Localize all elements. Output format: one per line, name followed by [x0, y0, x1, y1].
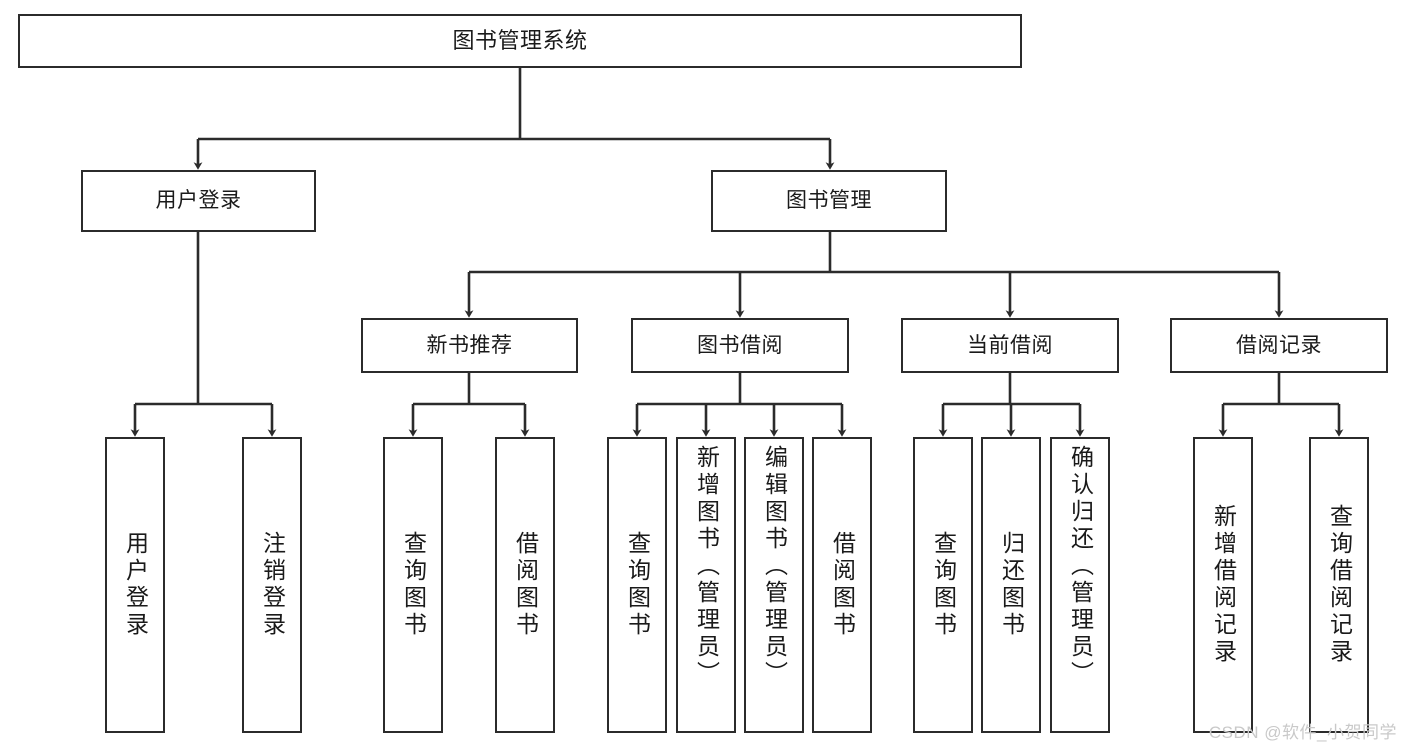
- node-user-login[interactable]: 用户登录: [81, 170, 316, 232]
- leaf-record-query-record[interactable]: 查询借阅记录: [1309, 437, 1369, 733]
- node-label: 查询借阅记录: [1326, 504, 1353, 666]
- node-label: 查询图书: [930, 531, 957, 639]
- leaf-current-confirm-return-admin[interactable]: 确认归还（管理员）: [1050, 437, 1110, 733]
- node-label: 确认归还（管理员）: [1067, 445, 1094, 688]
- node-label: 新增图书（管理员）: [693, 445, 720, 688]
- node-book-management[interactable]: 图书管理: [711, 170, 947, 232]
- node-root-system[interactable]: 图书管理系统: [18, 14, 1022, 68]
- leaf-record-add-record[interactable]: 新增借阅记录: [1193, 437, 1253, 733]
- leaf-borrow-query-book[interactable]: 查询图书: [607, 437, 667, 733]
- node-book-borrow[interactable]: 图书借阅: [631, 318, 849, 373]
- leaf-newbook-query-book[interactable]: 查询图书: [383, 437, 443, 733]
- node-label: 用户登录: [122, 531, 149, 639]
- node-label: 归还图书: [998, 531, 1025, 639]
- node-borrow-record[interactable]: 借阅记录: [1170, 318, 1388, 373]
- node-label: 借阅图书: [512, 531, 539, 639]
- node-label: 注销登录: [259, 531, 286, 639]
- node-label: 编辑图书（管理员）: [761, 445, 788, 688]
- node-current-borrow[interactable]: 当前借阅: [901, 318, 1119, 373]
- node-label: 新增借阅记录: [1210, 504, 1237, 666]
- leaf-current-query-book[interactable]: 查询图书: [913, 437, 973, 733]
- node-label: 图书管理系统: [452, 27, 588, 53]
- node-label: 当前借阅: [967, 333, 1053, 357]
- leaf-borrow-add-book-admin[interactable]: 新增图书（管理员）: [676, 437, 736, 733]
- node-label: 用户登录: [155, 189, 242, 213]
- leaf-user-login[interactable]: 用户登录: [105, 437, 165, 733]
- node-label: 新书推荐: [426, 333, 513, 357]
- leaf-borrow-borrow-book[interactable]: 借阅图书: [812, 437, 872, 733]
- leaf-borrow-edit-book-admin[interactable]: 编辑图书（管理员）: [744, 437, 804, 733]
- node-label: 图书借阅: [697, 333, 783, 357]
- node-label: 查询图书: [400, 531, 427, 639]
- node-label: 图书管理: [786, 189, 872, 213]
- node-label: 借阅图书: [829, 531, 856, 639]
- leaf-user-logout[interactable]: 注销登录: [242, 437, 302, 733]
- leaf-newbook-borrow-book[interactable]: 借阅图书: [495, 437, 555, 733]
- watermark-text: CSDN @软件_小贺同学: [1208, 723, 1397, 742]
- node-new-book-recommend[interactable]: 新书推荐: [361, 318, 578, 373]
- leaf-current-return-book[interactable]: 归还图书: [981, 437, 1041, 733]
- node-label: 查询图书: [624, 531, 651, 639]
- node-label: 借阅记录: [1236, 333, 1322, 357]
